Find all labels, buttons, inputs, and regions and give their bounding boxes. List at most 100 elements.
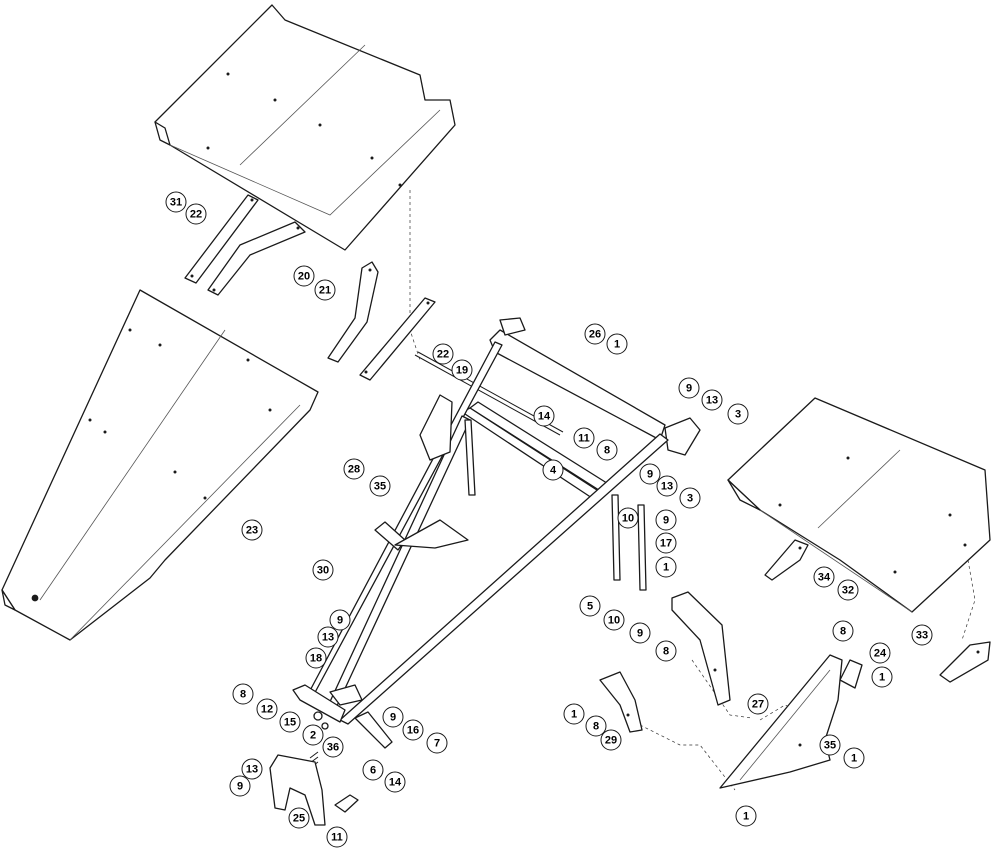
callout-number: 17 [660, 538, 672, 550]
callout-c6: 6 [362, 759, 384, 781]
callout-c9f: 9 [382, 706, 404, 728]
callout-c17: 17 [655, 532, 677, 554]
callout-number: 25 [293, 813, 305, 825]
callout-number: 9 [637, 628, 643, 640]
callout-c1d: 1 [871, 666, 893, 688]
callout-c9d: 9 [629, 622, 651, 644]
callout-c1b: 1 [655, 556, 677, 578]
callout-c31: 31 [165, 191, 187, 213]
panel-35 [719, 654, 843, 789]
callout-circle [679, 487, 701, 509]
bracket-34 [764, 539, 809, 581]
callout-circle [869, 642, 891, 664]
callout-c30: 30 [312, 559, 334, 581]
callout-number: 3 [735, 409, 741, 421]
callout-number: 8 [663, 646, 669, 658]
callout-c10b: 10 [603, 609, 625, 631]
callout-circle [256, 698, 278, 720]
callout-c14a: 14 [533, 405, 555, 427]
callout-c22b: 22 [432, 343, 454, 365]
callout-circle [362, 759, 384, 781]
callout-c16: 16 [402, 719, 424, 741]
callout-number: 19 [456, 365, 468, 377]
callout-circle [832, 620, 854, 642]
callout-circle [322, 736, 344, 758]
callout-circle [871, 666, 893, 688]
callout-circle [656, 475, 678, 497]
callout-number: 9 [647, 469, 653, 481]
callout-number: 9 [337, 615, 343, 627]
callout-c3b: 3 [679, 487, 701, 509]
callout-number: 29 [605, 735, 617, 747]
callout-c1a: 1 [606, 333, 628, 355]
callout-number: 10 [608, 615, 620, 627]
callout-c18: 18 [305, 647, 327, 669]
callout-circle [241, 758, 263, 780]
callout-number: 31 [170, 197, 182, 209]
callout-number: 24 [874, 648, 887, 660]
callout-c9g: 9 [229, 775, 251, 797]
callout-circle [229, 775, 251, 797]
callout-number: 11 [578, 433, 590, 445]
callout-circle [701, 389, 723, 411]
callout-number: 28 [348, 464, 360, 476]
callout-circle [629, 622, 651, 644]
callout-number: 1 [743, 811, 749, 823]
callout-circle [317, 626, 339, 648]
callout-number: 1 [663, 562, 669, 574]
callout-c24: 24 [869, 642, 891, 664]
callout-c8c: 8 [655, 640, 677, 662]
callout-c15: 15 [279, 711, 301, 733]
callout-circle [542, 459, 564, 481]
callout-c34: 34 [813, 566, 835, 588]
panel-31 [154, 4, 456, 251]
callout-c11a: 11 [573, 427, 595, 449]
callout-number: 8 [604, 445, 610, 457]
callout-number: 34 [818, 572, 831, 584]
callout-circle [735, 805, 757, 827]
callout-c14b: 14 [384, 771, 406, 793]
callout-circle [585, 715, 607, 737]
callout-number: 1 [614, 339, 620, 351]
callout-number: 13 [706, 395, 718, 407]
callout-circle [279, 711, 301, 733]
callout-circle [384, 771, 406, 793]
bracket-33 [939, 641, 991, 683]
callout-c1e: 1 [843, 747, 865, 769]
callout-circle [584, 323, 606, 345]
bracket-22b [359, 297, 436, 381]
callout-number: 1 [851, 753, 857, 765]
callout-c9b: 9 [639, 463, 661, 485]
callout-number: 13 [322, 632, 334, 644]
callout-c36: 36 [322, 736, 344, 758]
callout-number: 6 [370, 765, 376, 777]
callout-c8b: 8 [232, 683, 254, 705]
callout-circle [596, 439, 618, 461]
callout-c27: 27 [747, 693, 769, 715]
callout-circle [185, 203, 207, 225]
callout-circle [655, 556, 677, 578]
panel-23 [1, 289, 319, 641]
callout-number: 1 [571, 709, 577, 721]
bracket-20 [207, 221, 306, 296]
callout-c8a: 8 [596, 439, 618, 461]
part-25 [269, 754, 359, 826]
callout-number: 9 [686, 383, 692, 395]
bracket-28 [419, 394, 453, 461]
lower-left-assembly [292, 684, 393, 769]
callout-number: 18 [310, 653, 322, 665]
callout-c1c: 1 [563, 703, 585, 725]
callout-number: 26 [589, 329, 601, 341]
callout-number: 8 [240, 689, 246, 701]
callout-circle [819, 734, 841, 756]
callout-number: 3 [687, 493, 693, 505]
callout-c13b: 13 [656, 475, 678, 497]
callout-circle [314, 279, 336, 301]
callout-c19: 19 [451, 359, 473, 381]
callout-number: 32 [842, 585, 854, 597]
callout-circle [369, 475, 391, 497]
callout-c8e: 8 [832, 620, 854, 642]
callout-c28: 28 [343, 458, 365, 480]
callout-circle [655, 509, 677, 531]
